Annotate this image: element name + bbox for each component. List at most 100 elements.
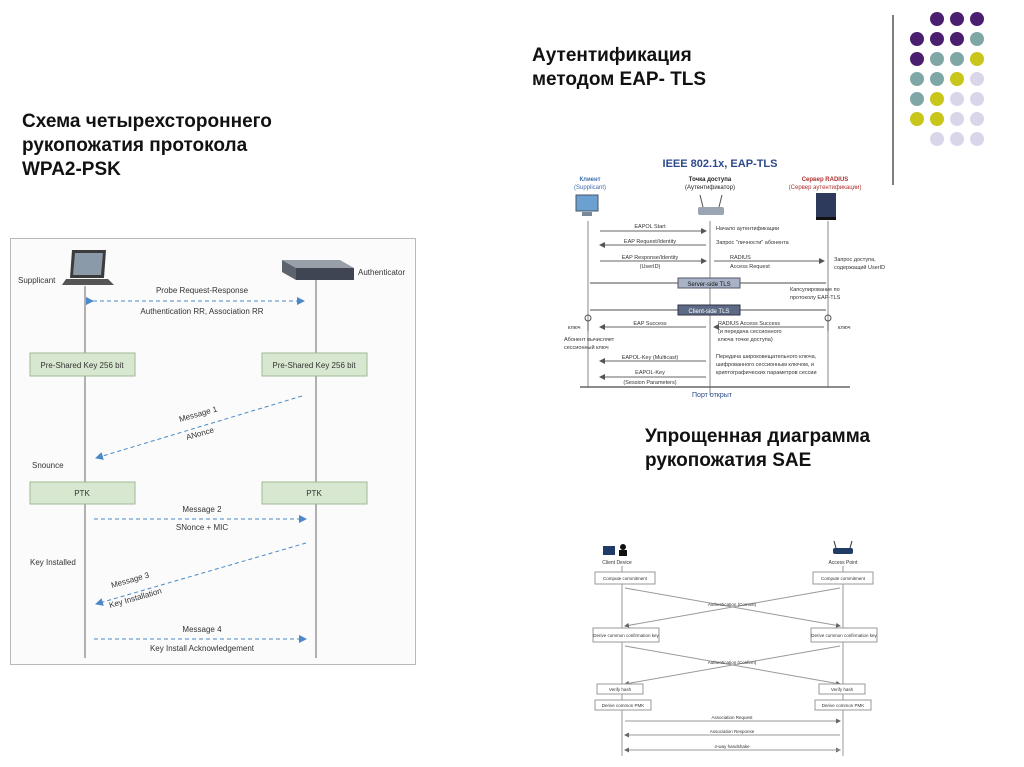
wpa2-psk-diagram: Supplicant Authenticator Probe Request-R… <box>10 238 416 665</box>
eap-client-label: Клиент <box>579 177 600 183</box>
title-sae: Упрощенная диаграмма рукопожатия SAE <box>645 426 871 471</box>
message1-arrow <box>95 395 303 460</box>
derive-left: Derive common confirmation key <box>593 633 659 638</box>
decorative-dot <box>970 92 984 106</box>
access-req-note1: Запрос доступа, <box>834 257 876 263</box>
access-req-note2: содержащий UserID <box>834 264 885 271</box>
decorative-dot <box>970 52 984 66</box>
eap-ap-label: Точка доступа <box>689 177 732 183</box>
client-device-icon <box>603 544 627 556</box>
decorative-dot <box>930 52 944 66</box>
radius-accept-label: RADIUS Access Success <box>718 321 780 327</box>
eap-client-sub: (Supplicant) <box>574 185 606 191</box>
pmk-right: Derive common PMK <box>822 703 865 708</box>
eapol-key-mc-label: EAPOL-Key (Multicast) <box>622 355 679 361</box>
tunnel-note2: протоколу EAP-TLS <box>790 295 841 301</box>
user-id-label: (UserID) <box>640 264 661 270</box>
eap-server-sub: (Сервер аутентификации) <box>789 185 862 191</box>
key-ack-label: Key Install Acknowledgement <box>150 644 255 653</box>
decorative-dot <box>910 32 924 46</box>
broadcast2: шифрованного сессионным ключом, и <box>716 362 814 368</box>
decorative-dot <box>970 112 984 126</box>
identity-req-label: Запрос "личности" абонента <box>716 240 790 246</box>
snonce-mic-label: SNonce + MIC <box>176 523 228 532</box>
key-left-label: ключ <box>568 325 581 331</box>
eap-resp-id-label: EAP Response/Identity <box>622 255 679 261</box>
eap-success-label: EAP Success <box>633 321 666 327</box>
decorative-dot <box>970 132 984 146</box>
eap-tls-diagram: IEEE 802.1x, EAP-TLS Клиент (Supplicant)… <box>564 158 885 399</box>
radius-label: RADIUS <box>730 255 751 261</box>
auth-assoc-label: Authentication RR, Association RR <box>140 307 263 316</box>
decorative-dot <box>950 112 964 126</box>
laptop-icon <box>62 250 114 285</box>
broadcast1: Передача широковещательного ключа, <box>716 354 817 360</box>
eap-server-label: Сервер RADIUS <box>802 177 849 183</box>
decorative-dot <box>950 72 964 86</box>
key-icon-right <box>824 314 832 331</box>
decorative-dot <box>930 132 944 146</box>
eapol-start-label: EAPOL Start <box>634 224 666 230</box>
decorative-dot <box>910 52 924 66</box>
eapol-key-label: EAPOL-Key <box>635 370 665 376</box>
server-icon <box>282 260 354 280</box>
probe-label: Probe Request-Response <box>156 286 249 295</box>
derive-right: Derive common confirmation key <box>811 633 877 638</box>
assoc-req-label: Association Request <box>711 715 753 720</box>
decorative-dot <box>910 112 924 126</box>
decorative-dot <box>930 72 944 86</box>
psk-box-right <box>261 352 368 377</box>
access-point-icon <box>833 540 853 554</box>
key-installed-label: Key Installed <box>30 558 76 567</box>
psk-right-label: Pre-Shared Key 256 bit <box>272 361 356 370</box>
key-right-label: ключ <box>838 325 851 331</box>
sae-diagram: Client Device Access Point Compute commi… <box>592 540 878 756</box>
psk-left-label: Pre-Shared Key 256 bit <box>40 361 124 370</box>
snounce-label: Snounce <box>32 461 64 470</box>
auth-commit-label: Authentication (Commit) <box>708 602 757 607</box>
tunnel-note1: Капсулирование по <box>790 287 840 293</box>
decorative-dot <box>950 132 964 146</box>
radius-accept3-label: ключа точке доступа) <box>718 337 773 343</box>
auth-confirm-label: Authentication (Confirm) <box>708 660 757 665</box>
decorative-dot <box>970 12 984 26</box>
access-point-icon <box>698 194 724 215</box>
subscriber-calc2: сессионный ключ <box>564 344 609 351</box>
decorative-dot <box>970 32 984 46</box>
decorative-dot <box>950 92 964 106</box>
decorative-dot <box>930 32 944 46</box>
session-params-label: (Session Parameters) <box>623 380 676 386</box>
title-wpa2-psk: Схема четырехстороннего рукопожатия прот… <box>22 111 272 180</box>
authenticator-label: Authenticator <box>358 268 405 277</box>
ptk-box-right <box>261 481 368 505</box>
radius-accept2-label: (и передача сессионного <box>718 329 782 335</box>
message2-label: Message 2 <box>182 505 222 514</box>
eap-ap-sub: (Аутентификатор) <box>685 185 735 191</box>
psk-box-left <box>29 352 136 377</box>
client-tls-label: Client-side TLS <box>689 309 730 315</box>
message3-arrow <box>95 542 307 606</box>
server-rack-icon <box>816 193 836 220</box>
compute-left: Compute commitment <box>603 576 648 581</box>
sae-client-label: Client Device <box>602 560 632 566</box>
compute-right: Compute commitment <box>821 576 866 581</box>
start-auth-label: Начало аутентификации <box>716 226 779 232</box>
verify-left: Verify hash <box>609 687 632 692</box>
key-icon-left <box>584 314 592 331</box>
ptk-right-label: PTK <box>306 489 322 498</box>
message4-label: Message 4 <box>182 625 222 634</box>
decorative-dot <box>950 12 964 26</box>
pmk-left: Derive common PMK <box>602 703 645 708</box>
ptk-box-left <box>29 481 136 505</box>
pc-icon <box>575 194 599 216</box>
decorative-dot <box>970 72 984 86</box>
port-open-label: Порт открыт <box>692 392 733 399</box>
verify-right: Verify hash <box>831 687 854 692</box>
decorative-dot <box>930 12 944 26</box>
decorative-dot <box>930 112 944 126</box>
server-tls-label: Server-side TLS <box>687 282 730 288</box>
sae-ap-label: Access Point <box>829 560 859 566</box>
eap-heading: IEEE 802.1x, EAP-TLS <box>663 158 778 170</box>
four-way-label: 4-way handshake <box>714 744 750 749</box>
title-eap-tls: Аутентификация методом EAP- TLS <box>532 45 707 90</box>
